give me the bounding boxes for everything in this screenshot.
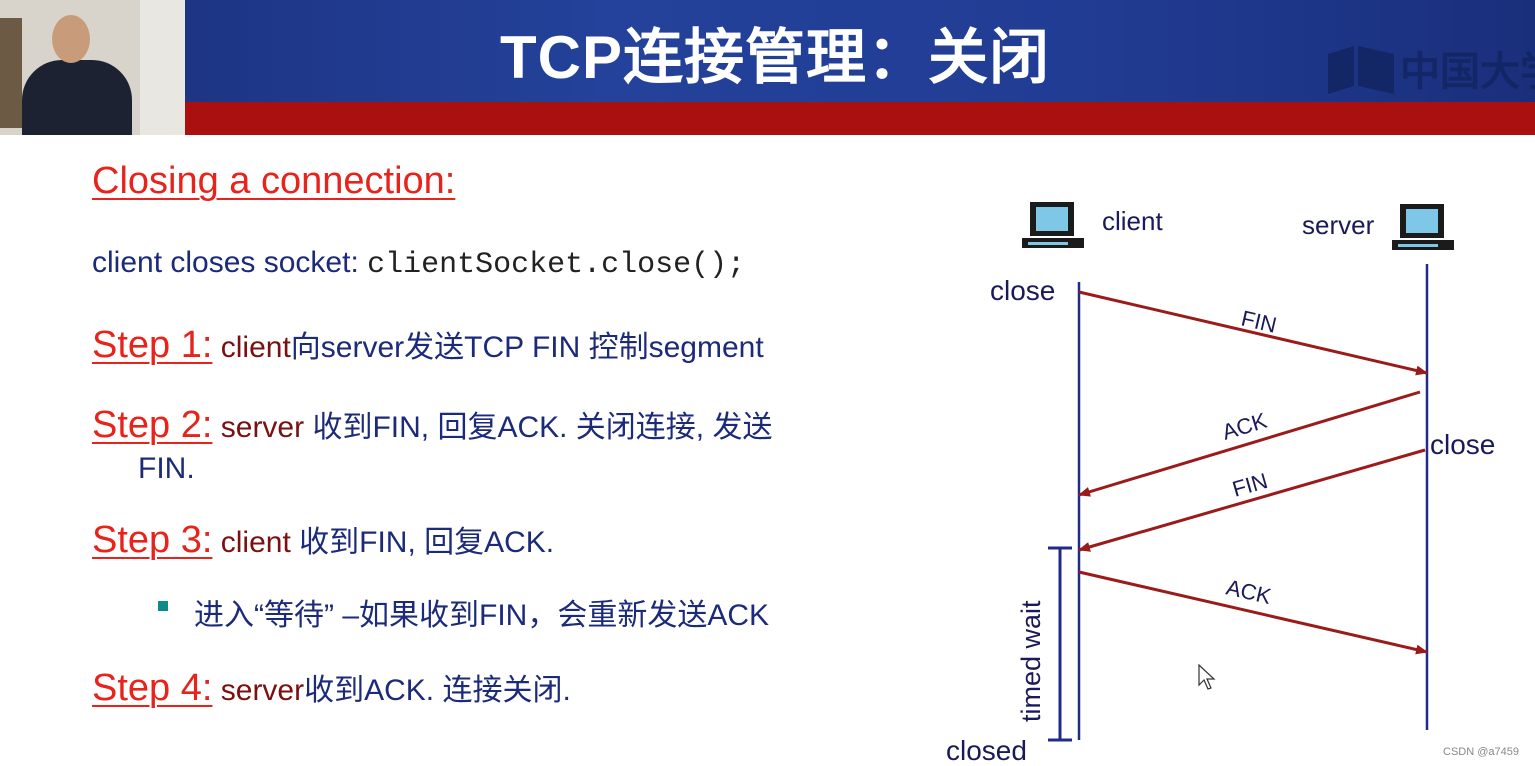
step-label: Step 2: [92, 404, 213, 446]
ack-arrow-1 [1078, 390, 1421, 497]
slide-title: TCP连接管理：关闭 [500, 24, 1050, 91]
server-close-label: close [1430, 429, 1495, 460]
client-computer-icon [1022, 202, 1084, 248]
fin-arrow-2 [1078, 448, 1426, 552]
step-actor: server [212, 411, 305, 444]
client-label: client [1102, 206, 1163, 236]
server-computer-icon [1392, 204, 1454, 250]
server-label: server [1302, 210, 1375, 240]
tcp-close-diagram: client server close close FIN ACK FIN AC… [946, 202, 1495, 766]
message-label: ACK [1224, 575, 1274, 610]
step-label: Step 3: [92, 519, 213, 561]
ack-arrow-2 [1078, 570, 1428, 655]
step-1: Step 1: client向server发送TCP FIN 控制segment [92, 322, 764, 367]
client-close-label: close [990, 275, 1055, 306]
step-text: 收到FIN, 回复ACK. [290, 526, 555, 559]
fin-arrow-1 [1078, 290, 1428, 376]
socket-code: clientSocket.close(); [367, 248, 746, 282]
bullet-square-icon [158, 601, 168, 611]
step-text: 向server发送TCP FIN 控制segment [290, 331, 764, 364]
step-3: Step 3: client 收到FIN, 回复ACK. [92, 517, 554, 562]
timed-wait-bracket [1048, 546, 1072, 742]
mouse-cursor-icon [1198, 664, 1216, 690]
step-label: Step 1: [92, 324, 213, 366]
step-actor: client [212, 526, 291, 559]
section-heading: Closing a connection: [92, 160, 456, 202]
logo-text: 中国大学 [1400, 50, 1535, 94]
message-label: FIN [1239, 306, 1279, 338]
step-2-continuation: FIN. [138, 452, 195, 485]
step-text: 收到FIN, 回复ACK. 关闭连接, 发送 [304, 411, 773, 444]
step-4: Step 4: server收到ACK. 连接关闭. [92, 665, 571, 710]
book-logo-icon [1328, 46, 1394, 94]
step-text: 收到ACK. 连接关闭. [304, 674, 571, 707]
bookshelf [0, 18, 22, 128]
step-actor: server [212, 674, 305, 707]
csdn-watermark: CSDN @a7459 [1443, 746, 1519, 758]
timed-wait-label: timed wait [1016, 600, 1046, 722]
socket-line: client closes socket: clientSocket.close… [92, 246, 745, 282]
step-label: Step 4: [92, 667, 213, 709]
presenter-head [52, 15, 90, 63]
sub-bullet-text: 进入“等待” –如果收到FIN，会重新发送ACK [194, 599, 770, 632]
closed-label: closed [946, 735, 1027, 766]
step-actor: client [212, 331, 291, 364]
header-red-band [185, 102, 1535, 135]
presenter-video [0, 0, 185, 135]
socket-label: client closes socket: [92, 246, 368, 279]
step-2: Step 2: server 收到FIN, 回复ACK. 关闭连接, 发送 [92, 402, 772, 447]
presenter-body [22, 60, 132, 135]
slide-header: TCP连接管理：关闭 中国大学 [0, 0, 1535, 135]
